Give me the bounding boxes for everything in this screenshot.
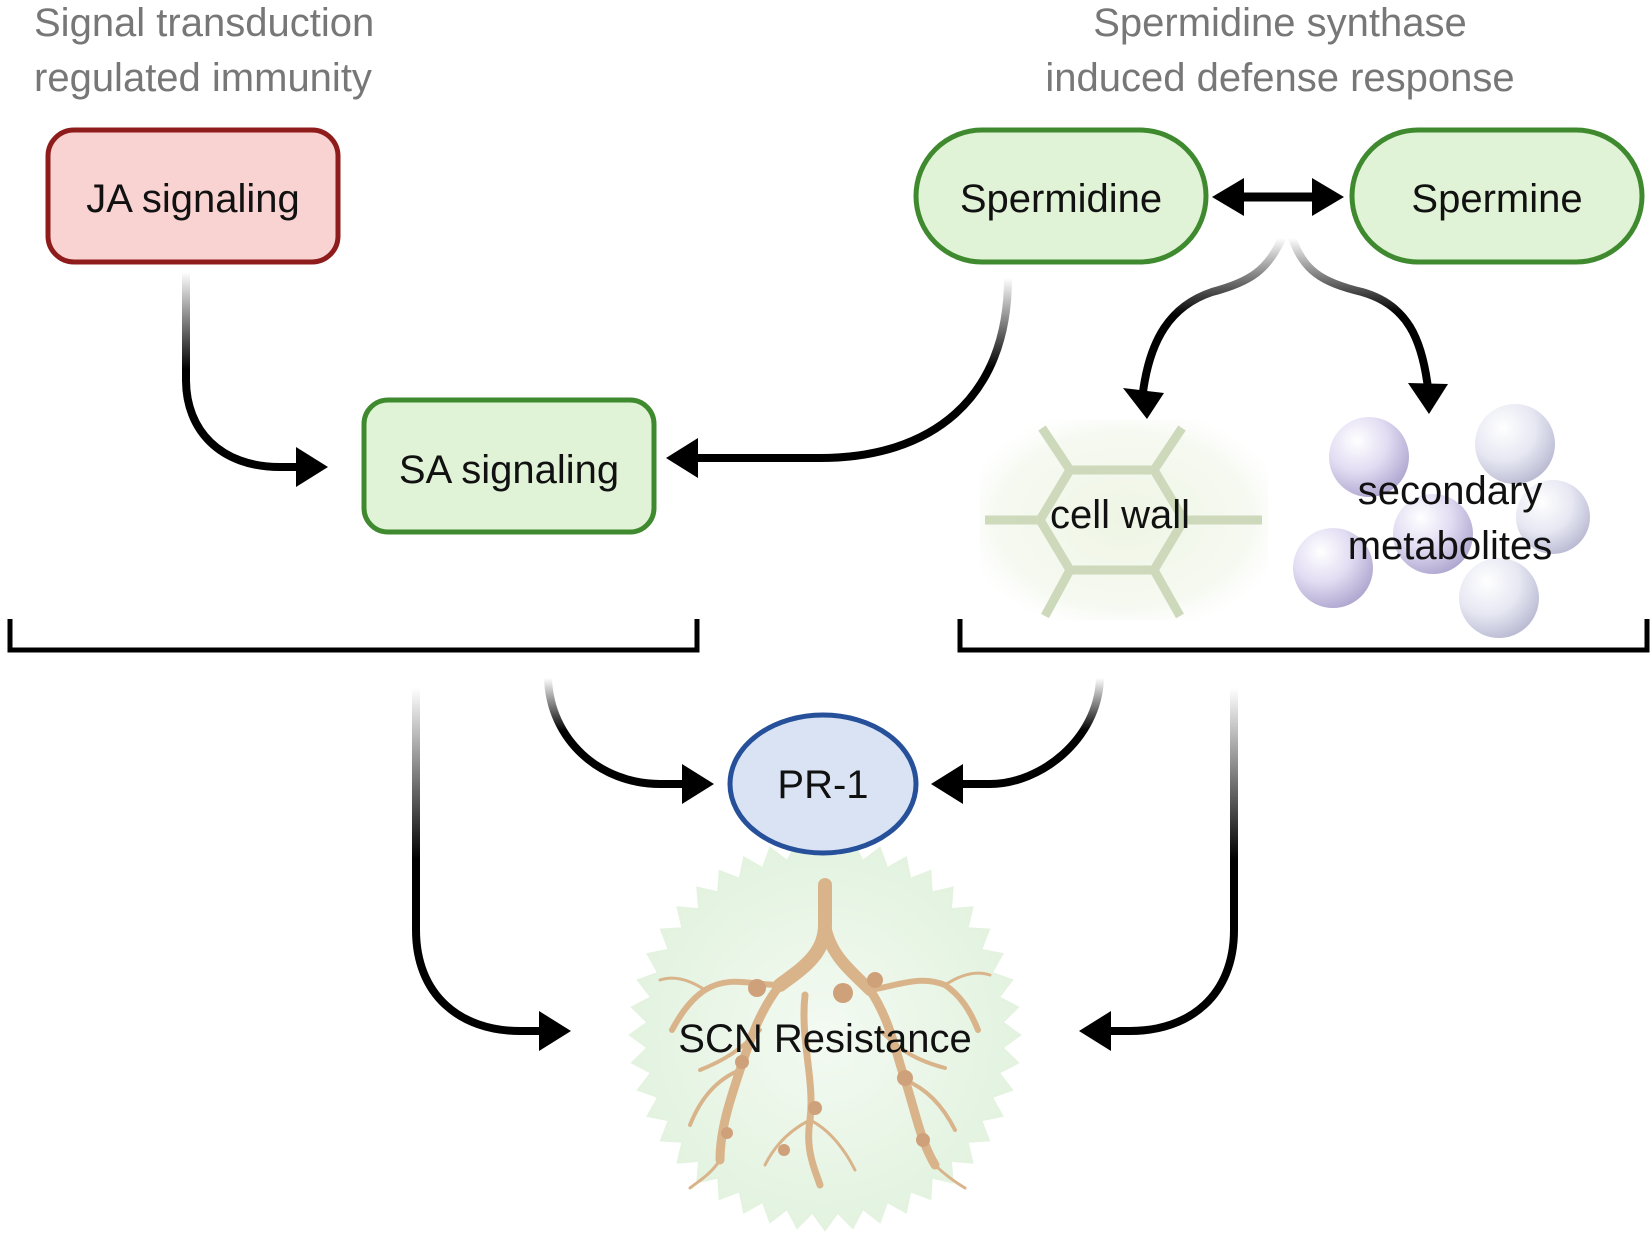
node-sa-signaling: SA signaling: [361, 397, 657, 535]
left-heading-line-2: regulated immunity: [34, 56, 372, 100]
arrow-fork-to-metabolites: [1288, 234, 1432, 392]
node-ja-label: JA signaling: [86, 177, 299, 221]
arrows: [182, 234, 1432, 1035]
arrowhead-double-left: [1212, 178, 1244, 216]
right-heading-line-2: induced defense response: [1045, 56, 1515, 100]
right-heading: Spermidine synthase induced defense resp…: [960, 0, 1600, 106]
arrowhead-to-cell-wall: [1123, 388, 1164, 419]
right-heading-line-1: Spermidine synthase: [1093, 1, 1467, 45]
arrowhead-to-sa-right: [666, 438, 698, 478]
metabolite-spheres: [1293, 404, 1590, 638]
left-heading-line-1: Signal transduction: [34, 1, 375, 45]
arrow-left-bracket-to-scn: [412, 684, 547, 1035]
node-sa-label: SA signaling: [399, 448, 619, 492]
arrowhead-to-scn-left: [539, 1011, 571, 1051]
arrow-right-bracket-to-pr1: [956, 674, 1104, 788]
arrow-ja-to-sa: [182, 268, 304, 471]
secondary-metabolites-label: secondary metabolites: [1310, 464, 1590, 574]
node-spermidine: Spermidine: [913, 127, 1209, 265]
arrowhead-to-pr1-right: [931, 764, 963, 804]
left-heading: Signal transduction regulated immunity: [34, 0, 374, 106]
node-spermine: Spermine: [1349, 127, 1645, 265]
arrowhead-double-right: [1312, 178, 1344, 216]
arrow-right-bracket-to-scn: [1103, 684, 1238, 1035]
node-ja-signaling: JA signaling: [45, 127, 341, 265]
arrow-fork-to-cell-wall: [1139, 234, 1286, 396]
node-spermine-label: Spermine: [1411, 177, 1582, 221]
arrow-spermidine-to-sa: [690, 274, 1012, 462]
right-bracket: [957, 619, 1650, 653]
arrowhead-to-metabolites: [1408, 383, 1448, 414]
cell-wall-label: cell wall: [1049, 493, 1191, 537]
arrow-left-bracket-to-pr1: [544, 674, 690, 788]
cell-wall-illustration: [980, 420, 1268, 620]
secondary-metabolites-line-1: secondary: [1357, 469, 1543, 513]
node-pr1-label: PR-1: [777, 763, 868, 807]
node-spermidine-label: Spermidine: [960, 177, 1162, 221]
arrowheads: [296, 178, 1448, 1051]
left-bracket: [7, 619, 700, 653]
arrowhead-to-pr1-left: [682, 764, 714, 804]
arrowhead-to-sa-left: [296, 447, 328, 487]
root-nodules: [721, 972, 930, 1156]
secondary-metabolites-line-2: metabolites: [1347, 524, 1553, 568]
scn-badge: [628, 838, 1022, 1232]
arrowhead-to-scn-right: [1079, 1011, 1111, 1051]
scn-resistance-label: SCN Resistance: [678, 1017, 972, 1061]
node-pr1: PR-1: [727, 712, 919, 856]
